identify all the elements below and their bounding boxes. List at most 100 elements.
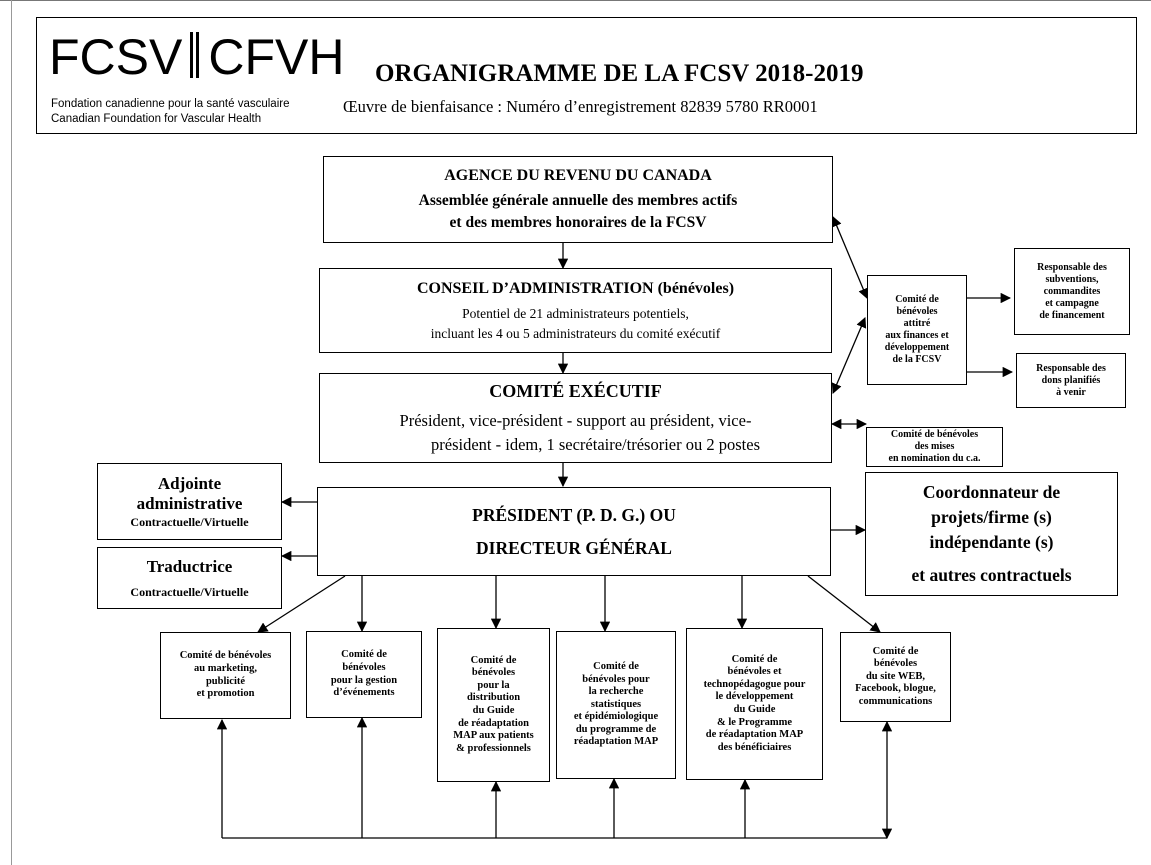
box-conseil-administration: CONSEIL D’ADMINISTRATION (bénévoles) Pot… [319,268,832,353]
conseil-title: CONSEIL D’ADMINISTRATION (bénévoles) [416,279,735,297]
distribution-line-5: du Guide [472,705,515,716]
box-comite-finances: Comité de bénévoles attitré aux finances… [867,275,967,385]
marketing-line-2: au marketing, [194,662,257,674]
techno-line-3: technopédagogue pour [703,678,806,690]
marketing-line-1: Comité de bénévoles [179,650,272,662]
techno-line-1: Comité de [731,653,778,665]
evenements-line-1: Comité de [341,649,387,661]
finances-line-3: attitré [903,318,931,329]
executif-line-2: Président, vice-président - support au p… [399,411,752,430]
box-comite-marketing: Comité de bénévoles au marketing, public… [160,632,291,719]
box-adjointe-administrative: Adjointe administrative Contractuelle/Vi… [97,463,282,540]
logo-subtitle: Fondation canadienne pour la santé vascu… [51,97,289,127]
distribution-line-8: & professionnels [456,742,531,754]
dons-line-2: dons planifiés [1041,374,1101,386]
techno-line-4: le développement [715,691,794,703]
nomination-line-1: Comité de bénévoles [890,429,979,440]
logo-divider-icon [188,32,202,78]
recherche-line-6: du programme de [575,723,657,735]
conseil-line-3: incluant les 4 ou 5 administrateurs du c… [430,326,721,342]
distribution-line-4: distribution [466,692,521,704]
agence-line-3: et des membres honoraires de la FCSV [449,214,707,232]
web-line-5: communications [858,695,933,707]
recherche-line-2: bénévoles pour [582,673,650,685]
logo-text-cfvh: CFVH [208,29,345,85]
subventions-line-2: subventions, [1045,273,1099,285]
conseil-line-2: Potentiel de 21 administrateurs potentie… [462,305,689,321]
finances-line-4: aux finances et [885,330,949,341]
techno-line-5: du Guide [733,704,776,715]
agence-line-2: Assemblée générale annuelle des membres … [418,191,738,209]
executif-line-3: président - idem, 1 secrétaire/trésorier… [431,434,760,454]
arrow-agence-finances [831,216,869,299]
page-left-border [11,0,12,865]
recherche-line-7: réadaptation MAP [573,736,659,748]
recherche-line-4: statistiques [590,698,642,710]
adjointe-line-3: Contractuelle/Virtuelle [130,514,249,529]
traductrice-line-1: Traductrice [146,556,233,576]
box-responsable-subventions: Responsable des subventions, commandites… [1014,248,1130,335]
coord-line-5: et autres contractuels [911,565,1072,585]
logo-name-en: Canadian Foundation for Vascular Health [51,113,262,125]
coord-line-3: indépendante (s) [929,532,1054,552]
logo-name-fr: Fondation canadienne pour la santé vascu… [51,98,290,110]
web-line-1: Comité de [872,645,919,657]
page-title: ORGANIGRAMME DE LA FCSV 2018-2019 [375,60,864,87]
distribution-line-1: Comité de [470,654,517,666]
techno-line-8: des bénéficiaires [717,741,792,753]
box-coordonnateur: Coordonnateur de projets/firme (s) indép… [865,472,1118,596]
evenements-line-3: pour la gestion [330,674,398,686]
marketing-line-4: et promotion [196,688,255,700]
adjointe-line-2: administrative [136,494,243,514]
distribution-line-7: MAP aux patients [453,730,534,742]
finances-line-6: de la FCSV [892,354,942,365]
charity-registration: Œuvre de bienfaisance : Numéro d’enregis… [343,97,818,116]
distribution-line-6: de réadaptation [458,717,529,729]
finances-line-1: Comité de [895,294,939,305]
web-line-2: bénévoles [873,658,918,670]
subventions-line-1: Responsable des [1037,261,1107,273]
box-comite-techno: Comité de bénévoles et technopédagogue p… [686,628,823,780]
distribution-line-3: pour la [477,679,510,691]
page-top-border [0,0,1151,1]
box-comite-executif: COMITÉ EXÉCUTIF Président, vice-présiden… [319,373,832,463]
dons-line-3: à venir [1056,386,1086,398]
traductrice-line-2: Contractuelle/Virtuelle [130,585,249,599]
subventions-line-3: commandites [1043,285,1101,297]
logo-text-fcsv: FCSV [49,29,183,85]
coord-line-2: projets/firme (s) [931,507,1052,527]
subventions-line-5: de financement [1039,309,1105,321]
techno-line-7: de réadaptation MAP [705,729,804,741]
recherche-line-5: et épidémiologique [573,711,659,723]
box-traductrice: Traductrice Contractuelle/Virtuelle [97,547,282,609]
nomination-line-3: en nomination du c.a. [888,453,981,464]
fcsv-cfvh-logo: FCSV CFVH [49,28,344,82]
web-line-4: Facebook, blogue, [855,683,936,695]
coord-line-1: Coordonnateur de [922,482,1061,502]
box-president: PRÉSIDENT (P. D. G.) OU DIRECTEUR GÉNÉRA… [317,487,831,576]
president-line-1: PRÉSIDENT (P. D. G.) OU [472,504,676,525]
box-responsable-dons: Responsable des dons planifiés à venir [1016,353,1126,408]
president-line-2: DIRECTEUR GÉNÉRAL [476,537,672,558]
evenements-line-4: d’événements [333,687,395,699]
agence-title: AGENCE DU REVENU DU CANADA [444,167,712,185]
box-comite-evenements: Comité de bénévoles pour la gestion d’év… [306,631,422,718]
arrow-executif-finances [831,317,867,394]
executif-title: COMITÉ EXÉCUTIF [489,381,662,402]
box-comite-distribution: Comité de bénévoles pour la distribution… [437,628,550,782]
adjointe-line-1: Adjointe [157,473,222,493]
box-comite-recherche: Comité de bénévoles pour la recherche st… [556,631,676,779]
recherche-line-1: Comité de [593,660,639,672]
dons-line-1: Responsable des [1036,362,1106,374]
finances-line-5: développement [884,342,950,353]
distribution-line-2: bénévoles [471,667,516,679]
box-agence-revenu: AGENCE DU REVENU DU CANADA Assemblée gén… [323,156,833,243]
subventions-line-4: et campagne [1045,297,1099,309]
finances-line-2: bénévoles [896,306,938,317]
techno-line-6: & le Programme [716,716,793,728]
marketing-line-3: publicité [205,675,246,687]
box-comite-nomination: Comité de bénévoles des mises en nominat… [866,427,1003,467]
techno-line-2: bénévoles et [727,666,782,678]
web-line-3: du site WEB, [865,670,926,682]
box-comite-web: Comité de bénévoles du site WEB, Faceboo… [840,632,951,722]
